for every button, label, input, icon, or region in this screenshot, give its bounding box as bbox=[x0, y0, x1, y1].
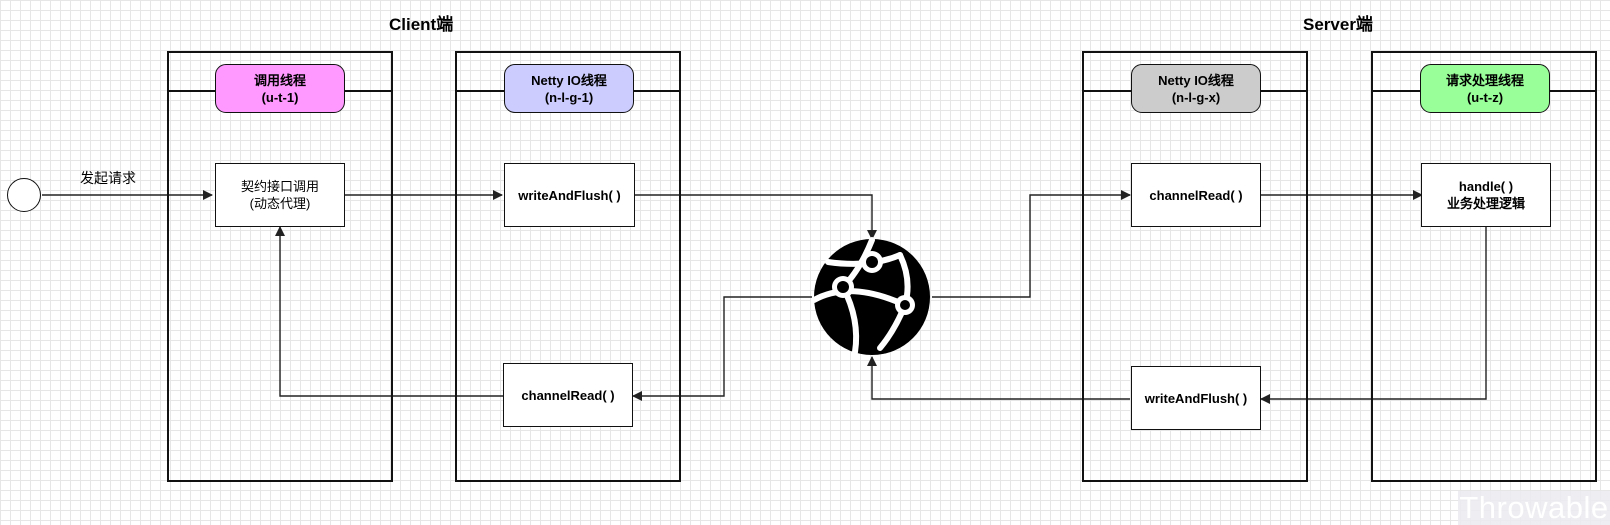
arrow-handle-to-server-write bbox=[1260, 227, 1487, 404]
node-line: 业务处理逻辑 bbox=[1446, 196, 1525, 211]
node-client-channel-read: channelRead( ) bbox=[503, 363, 633, 427]
thread-id: (n-l-g-1) bbox=[544, 89, 594, 105]
start-circle bbox=[7, 178, 41, 212]
start-label: 发起请求 bbox=[80, 170, 136, 186]
arrow-network-to-client-read bbox=[632, 296, 812, 401]
lane-call-thread bbox=[167, 51, 393, 482]
thread-id: (u-t-1) bbox=[261, 89, 299, 105]
node-line: handle( ) bbox=[1458, 179, 1514, 194]
thread-name: Netty IO线程 bbox=[1158, 72, 1234, 88]
thread-label-server-io: Netty IO线程 (n-l-g-x) bbox=[1131, 64, 1261, 113]
node-line: writeAndFlush( ) bbox=[518, 187, 621, 203]
thread-label-call: 调用线程 (u-t-1) bbox=[215, 64, 345, 113]
arrow-client-read-to-contract bbox=[275, 226, 503, 397]
node-line: writeAndFlush( ) bbox=[1144, 390, 1248, 406]
node-handle: handle( ) 业务处理逻辑 bbox=[1421, 163, 1551, 227]
globe-network-icon bbox=[811, 237, 930, 355]
node-server-channel-read: channelRead( ) bbox=[1131, 163, 1261, 227]
lane-handler-thread bbox=[1371, 51, 1597, 482]
arrow-server-write-to-network bbox=[867, 356, 1130, 400]
node-line: channelRead( ) bbox=[521, 387, 615, 403]
thread-name: Netty IO线程 bbox=[531, 72, 607, 88]
node-line: channelRead( ) bbox=[1149, 187, 1243, 203]
node-server-write-and-flush: writeAndFlush( ) bbox=[1131, 366, 1261, 430]
arrow-write-to-network bbox=[635, 194, 877, 240]
thread-id: (u-t-z) bbox=[1466, 89, 1504, 105]
watermark: Throwable bbox=[1458, 490, 1610, 525]
node-contract-call: 契约接口调用 (动态代理) bbox=[215, 163, 345, 227]
node-line: 契约接口调用 bbox=[240, 179, 319, 194]
node-client-write-and-flush: writeAndFlush( ) bbox=[504, 163, 635, 227]
thread-id: (n-l-g-x) bbox=[1171, 89, 1221, 105]
arrow-network-to-server-read bbox=[932, 190, 1131, 298]
thread-name: 调用线程 bbox=[253, 72, 306, 88]
thread-label-handler: 请求处理线程 (u-t-z) bbox=[1420, 64, 1550, 113]
thread-label-client-io: Netty IO线程 (n-l-g-1) bbox=[504, 64, 634, 113]
server-side-title: Server端 bbox=[1303, 15, 1373, 34]
thread-name: 请求处理线程 bbox=[1445, 72, 1524, 88]
node-line: (动态代理) bbox=[249, 196, 311, 211]
client-side-title: Client端 bbox=[389, 15, 454, 34]
